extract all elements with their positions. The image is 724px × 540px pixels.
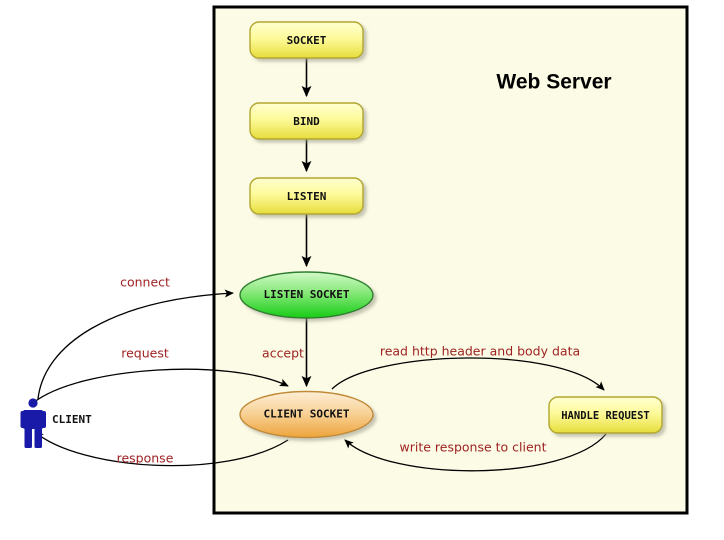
- edge-client-connect: [37, 289, 234, 400]
- node-listen-shape: [249, 177, 364, 215]
- edge-label-request: request: [121, 346, 169, 361]
- client-actor[interactable]: CLIENT: [20, 398, 93, 448]
- edge-label-response: response: [117, 451, 174, 466]
- edge-label-write-response: write response to client: [399, 440, 546, 455]
- node-client-socket-shape: [239, 390, 374, 439]
- node-bind-label: BIND: [293, 115, 320, 128]
- edge-label-read-request: read http header and body data: [380, 344, 580, 359]
- node-listen-label: LISTEN: [287, 190, 327, 203]
- node-socket-shape: [249, 21, 364, 59]
- edge-client-request: [32, 368, 289, 404]
- web-server-boundary: [212, 5, 689, 515]
- node-handle-request-shape: [548, 396, 663, 434]
- node-client-socket-label: CLIENT SOCKET: [263, 408, 349, 421]
- node-listen-socket-label: LISTEN SOCKET: [263, 288, 349, 301]
- edge-label-connect: connect: [120, 275, 170, 290]
- person-icon: [20, 398, 46, 448]
- node-client-socket[interactable]: CLIENT SOCKET: [239, 390, 374, 439]
- edge-write-response: [344, 433, 607, 472]
- node-bind-shape: [249, 102, 364, 140]
- node-listen[interactable]: LISTEN: [249, 177, 364, 215]
- node-handle-request-label: HANDLE REQUEST: [561, 410, 650, 422]
- edge-label-accept: accept: [262, 346, 304, 361]
- edge-read-request: [331, 357, 605, 391]
- node-listen-socket[interactable]: LISTEN SOCKET: [239, 271, 374, 319]
- node-listen-socket-shape: [239, 271, 374, 319]
- node-socket[interactable]: SOCKET: [249, 21, 364, 59]
- edge-client-response: [34, 431, 289, 467]
- page-title: Web Server: [496, 71, 611, 94]
- client-actor-label: CLIENT: [52, 413, 92, 426]
- node-bind[interactable]: BIND: [249, 102, 364, 140]
- node-handle-request[interactable]: HANDLE REQUEST: [548, 396, 663, 434]
- node-socket-label: SOCKET: [287, 34, 327, 47]
